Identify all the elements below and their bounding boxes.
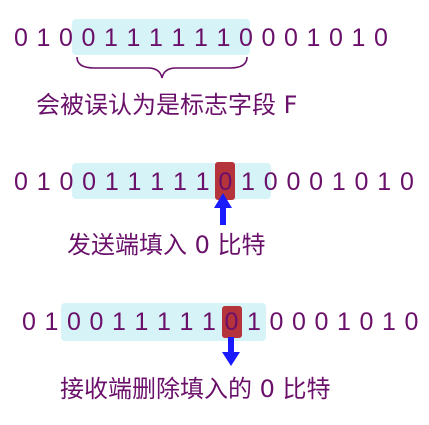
bit-digit: 0	[59, 24, 73, 52]
bit-digit: 0	[354, 168, 369, 196]
bit-digit: 0	[284, 24, 298, 52]
bit-digit: 0	[14, 168, 28, 196]
bit-digit: 0	[286, 168, 301, 196]
stuffed-bit-box	[222, 306, 242, 338]
bit-digit: 0	[309, 168, 324, 196]
bit-digit: 0	[239, 24, 253, 52]
bit-digit: 0	[329, 24, 343, 52]
curly-brace	[76, 56, 248, 79]
bit-digit: 1	[150, 168, 165, 196]
bit-digit: 1	[306, 24, 321, 52]
bit-digit: 0	[359, 308, 374, 336]
bit-digit: 1	[149, 24, 163, 52]
bit-digit: 0	[67, 308, 81, 336]
stuffed-bit-box	[215, 162, 235, 200]
bit-digit: 0	[22, 308, 36, 336]
bit-digit: 1	[157, 308, 171, 336]
bit-digit: 0	[81, 24, 96, 52]
insert-arrow-up-icon	[214, 193, 232, 225]
bit-digit: 0	[374, 24, 388, 52]
bit-digit: 1	[351, 24, 366, 52]
bit-digit: 1	[44, 308, 59, 336]
bit-digit: 0	[263, 168, 278, 196]
bit-digit: 0	[89, 308, 104, 336]
flag-pattern-highlight	[72, 19, 250, 55]
bit-digit: 1	[337, 308, 351, 336]
bit-digit: 1	[36, 24, 51, 52]
caption-mistaken-flag: 会被误认为是标志字段 F	[36, 91, 298, 119]
bit-digit: 0	[404, 308, 419, 336]
caption-receiver-removes-zero: 接收端删除填入的 0 比特	[60, 375, 331, 403]
bit-digit: 0	[314, 308, 329, 336]
bit-digit: 0	[269, 308, 284, 336]
remove-arrow-down-icon	[222, 337, 240, 366]
bit-digit: 1	[194, 24, 208, 52]
caption-sender-inserts-zero: 发送端填入 0 比特	[67, 231, 266, 259]
bit-digit: 1	[216, 24, 231, 52]
bit-digit: 1	[172, 168, 187, 196]
bit-digit: 1	[247, 308, 261, 336]
bit-digit: 1	[112, 308, 126, 336]
bit-digit: 1	[331, 168, 346, 196]
bit-digit: 1	[382, 308, 396, 336]
bit-digit: 1	[36, 168, 51, 196]
bit-digit: 0	[59, 168, 74, 196]
bit-digit: 1	[179, 308, 194, 336]
bit-digit: 1	[202, 308, 216, 336]
bit-digit: 1	[127, 168, 142, 196]
bit-digit: 0	[14, 24, 28, 52]
bit-digit: 1	[241, 168, 255, 196]
bit-digit: 0	[399, 168, 414, 196]
bit-digit: 1	[126, 24, 141, 52]
bit-digit: 0	[261, 24, 276, 52]
bit-digit: 0	[218, 168, 233, 196]
bit-digit: 1	[171, 24, 186, 52]
bit-digit: 0	[82, 168, 97, 196]
bit-digit: 0	[292, 308, 306, 336]
bit-digit: 1	[134, 308, 149, 336]
stuffed-sequence-highlight	[72, 163, 271, 199]
bit-digit: 0	[224, 308, 239, 336]
bit-digit: 1	[104, 168, 119, 196]
bit-digit: 1	[195, 168, 210, 196]
bit-digit: 1	[377, 168, 392, 196]
bit-digit: 1	[104, 24, 118, 52]
